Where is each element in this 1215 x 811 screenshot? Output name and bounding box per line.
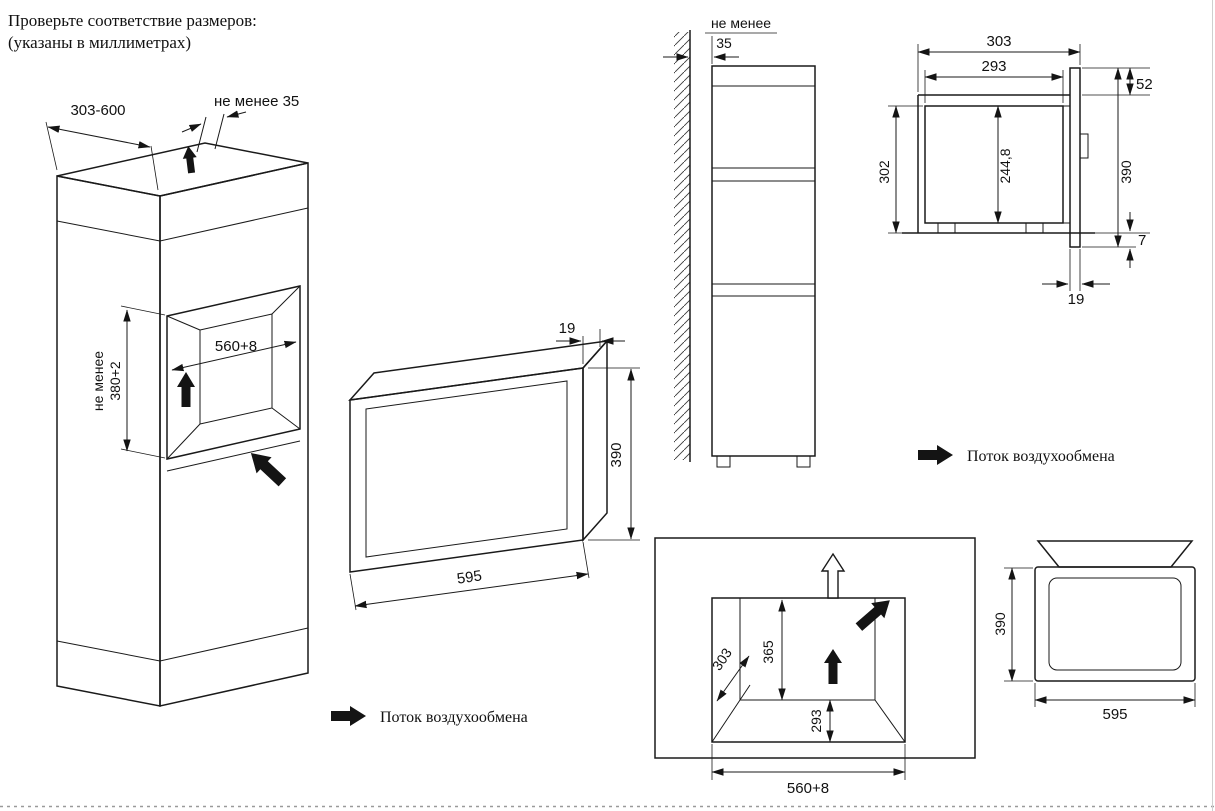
section-top-clearance-dim: 52	[1136, 76, 1153, 93]
section-body-height-dim: 302	[876, 160, 892, 184]
vent-gap-arrow-left	[181, 123, 202, 133]
niche-depth-dim-line	[716, 655, 750, 702]
cabinet-top-face	[56, 142, 309, 197]
header-line1: Проверьте соответствие размеров:	[8, 11, 257, 30]
section-bottom-overlap-dim: 7	[1138, 232, 1146, 249]
niche-front-height-dim: 365	[760, 640, 776, 664]
cabinet-front-outline	[654, 537, 976, 759]
wall-gap-label: не менее	[711, 15, 771, 31]
section-door-height-dim: 390	[1118, 160, 1134, 184]
niche-width-dim: 560+8	[215, 338, 257, 355]
section-door-thickness-dim: 19	[1068, 291, 1085, 308]
oven-width-dim-line	[354, 571, 589, 609]
airflow-up-black-arrow-icon	[824, 649, 842, 684]
oven-height-extensions	[588, 367, 640, 541]
door-height-extensions	[1082, 232, 1150, 248]
door-offset-extensions	[582, 329, 601, 364]
niche-width-dim-line	[171, 340, 297, 372]
cabinet-plinth-line	[56, 627, 309, 662]
oven-door-offset-dim: 19	[559, 320, 576, 337]
cabinet-foot-right	[796, 455, 811, 468]
wall-hatching	[674, 32, 690, 460]
airflow-label-left: Поток воздухообмена	[380, 709, 528, 726]
front-height-extensions	[1004, 567, 1033, 682]
oven-front-outline	[1034, 566, 1196, 682]
section-inner-height-dim: 244,8	[997, 148, 1013, 183]
niche-depth-lines	[166, 285, 301, 460]
niche-airflow-up-arrow-icon	[177, 372, 195, 407]
airflow-arrow-icon	[331, 706, 366, 726]
door-thickness-extensions	[1069, 249, 1081, 291]
vent-airflow-arrow-icon	[182, 146, 197, 174]
body-door-connectors	[1063, 105, 1070, 224]
wall-gap-value: 35	[716, 35, 732, 51]
niche-height-dim-label1: не менее	[90, 351, 106, 411]
cabinet-isometric-figure: 303-600 не менее 35 560+8 не менее 380+2	[45, 93, 309, 707]
oven-foot-left	[937, 222, 956, 234]
airflow-label-right: Поток воздухообмена	[967, 448, 1115, 465]
cabinet-shelf-lines	[712, 85, 815, 297]
niche-section-lines	[902, 94, 1095, 234]
oven-body-section	[924, 105, 1064, 224]
oven-side-face	[582, 339, 608, 542]
oven-front-view-figure: 390 595	[992, 540, 1196, 723]
niche-perspective-lines	[711, 598, 906, 743]
cabinet-side-face	[56, 175, 161, 707]
oven-front-width-dim: 595	[1102, 706, 1127, 723]
header-line2: (указаны в миллиметрах)	[8, 33, 191, 52]
oven-height-dim: 390	[608, 442, 625, 467]
niche-front-view-figure: 303 365 293 560+8	[654, 537, 976, 797]
niche-shelf-edge	[166, 440, 301, 472]
niche-height-dim-label2: 380+2	[107, 361, 123, 401]
niche-opening	[166, 285, 301, 460]
oven-width-dim: 595	[456, 567, 483, 587]
section-view-figure: 303 293 52 302 244,8 390 7 19	[876, 33, 1153, 308]
oven-front-height-dim: 390	[992, 612, 1008, 636]
cabinet-top-band	[56, 207, 309, 242]
niche-height-extensions	[120, 305, 166, 459]
airflow-arrow-icon	[918, 445, 953, 465]
airflow-up-outline-arrow-icon	[820, 552, 846, 599]
niche-airflow-diagonal-arrow-icon	[250, 452, 287, 487]
depth-dim-line	[47, 125, 151, 149]
niche-opening-front	[711, 597, 906, 743]
section-niche-depth-dim: 303	[986, 33, 1011, 50]
airflow-legend-right: Поток воздухообмена	[918, 445, 1115, 465]
niche-top-trapezoid	[1036, 540, 1194, 568]
niche-width-extensions	[711, 744, 906, 780]
cabinet-foot-left	[716, 455, 731, 468]
oven-front-glass	[1048, 577, 1182, 671]
oven-foot-right	[1025, 222, 1044, 234]
airflow-diagonal-arrow-icon	[855, 600, 890, 631]
cabinet-top-gap-dim: не менее 35	[214, 93, 299, 110]
airflow-legend-left: Поток воздухообмена	[331, 706, 528, 726]
wall-side-view-figure: не менее 35	[663, 15, 816, 468]
section-body-depth-dim: 293	[981, 58, 1006, 75]
front-width-extensions	[1034, 683, 1196, 707]
vent-slot-lines	[196, 113, 225, 153]
cabinet-depth-range-dim: 303-600	[70, 102, 125, 119]
niche-front-floor-depth-dim: 293	[808, 709, 824, 733]
niche-front-width-dim: 560+8	[787, 780, 829, 797]
header: Проверьте соответствие размеров: (указан…	[8, 11, 257, 52]
cabinet-front-face	[159, 162, 309, 707]
vent-gap-arrow-right	[226, 110, 247, 118]
niche-back-wall	[199, 313, 273, 425]
door-handle	[1079, 133, 1089, 159]
oven-door-face	[349, 367, 584, 573]
oven-door-glass	[365, 380, 568, 558]
oven-isometric-figure: 19 390 595	[348, 320, 640, 611]
oven-door-section	[1069, 67, 1081, 248]
depth-dim-extensions	[45, 121, 159, 191]
cabinet-side-outline	[711, 65, 816, 457]
